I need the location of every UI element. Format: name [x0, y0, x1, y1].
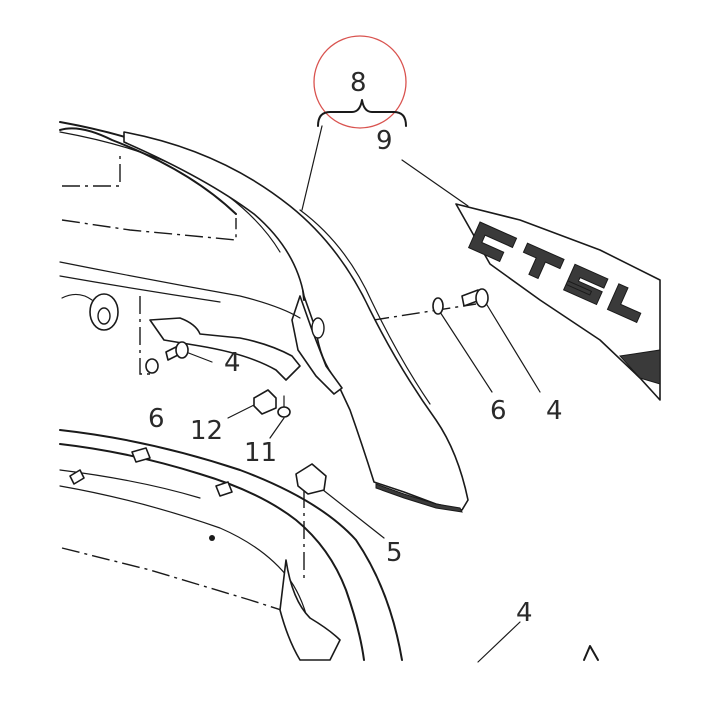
flare-lower-leg: [291, 295, 343, 395]
washer-icon: [432, 297, 444, 315]
leader-line-9: [401, 159, 469, 207]
callout-4-label-left: 4: [224, 348, 241, 378]
grommet-icon: [61, 293, 119, 331]
lower-bumper-recess: [279, 559, 341, 661]
screw-icon: [277, 395, 291, 418]
callout-8-label: 8: [350, 68, 367, 98]
callout-11-label: 11: [244, 438, 278, 468]
lower-bumper-tab-3: [215, 481, 233, 497]
callout-4-label-right: 4: [546, 396, 563, 426]
retainer-clip-icon: [295, 463, 327, 495]
washer-icon-left: [145, 358, 159, 374]
side-skirt-trim: [619, 349, 661, 385]
flare-mount-hole: [311, 317, 325, 339]
callout-6-label-right: 6: [490, 396, 507, 426]
callout-6-label-left: 6: [148, 404, 165, 434]
bumper-upper-lip: [59, 127, 237, 215]
callout-8-brace: [317, 99, 407, 127]
side-skirt-panel: [455, 203, 661, 401]
leader-line-4-left: [185, 351, 213, 363]
alignment-line-3: [309, 303, 477, 331]
callout-12-label: 12: [190, 416, 224, 446]
leader-line-4-right: [483, 299, 541, 393]
bumper-mid-body: [59, 261, 301, 319]
callout-5-label: 5: [386, 538, 403, 568]
leader-line-11: [269, 417, 285, 439]
clip-icon: [253, 389, 277, 415]
callout-9-label: 9: [376, 126, 393, 156]
fender-flare-bottom-strip: [375, 483, 463, 513]
bolt-icon-left: [165, 341, 189, 361]
lower-bumper-tab-2: [131, 447, 151, 463]
alignment-line-2: [61, 218, 237, 241]
fender-flare-inner-line: [299, 209, 431, 405]
leader-line-5: [317, 485, 385, 539]
lower-bumper-hole: [209, 535, 215, 541]
callout-4-label-bottom: 4: [516, 598, 533, 628]
lower-bumper-tab-1: [69, 469, 85, 485]
leader-line-6-right: [439, 311, 493, 393]
lower-bumper-edge: [59, 429, 403, 661]
callout-8-highlight-circle: [313, 35, 407, 129]
alignment-line-4: [139, 296, 152, 375]
bolt-icon: [461, 288, 489, 308]
lower-bumper-inner: [59, 485, 311, 661]
fender-flare-part: [123, 131, 469, 511]
leader-line-4-bottom: [477, 621, 521, 663]
partial-symbol-icon: [583, 645, 599, 661]
gt-badge-icon: [467, 221, 642, 324]
alignment-line-5: [61, 547, 301, 617]
leader-line-8: [301, 125, 323, 211]
bumper-bracket: [149, 317, 301, 381]
bumper-mid-body-lower: [59, 275, 221, 303]
alignment-line-1: [62, 154, 121, 187]
